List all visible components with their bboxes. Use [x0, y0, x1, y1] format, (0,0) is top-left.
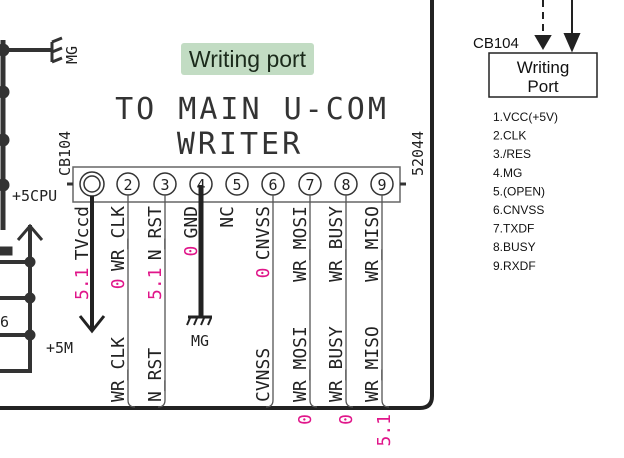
voltage-label: 5.1 [72, 268, 93, 301]
pin-number: 2 [123, 176, 132, 194]
connector-ref: CB104 [56, 131, 74, 176]
pin-number: 5 [232, 176, 241, 194]
pin-5 [225, 172, 249, 196]
voltage-label: 0 [181, 246, 202, 257]
voltage-label: 5.1 [145, 268, 166, 301]
mg-ground-label: MG [191, 332, 209, 350]
voltage-label: 0 [253, 268, 274, 279]
lower-signal-label: CVNSS [253, 348, 274, 402]
mg-top-label: MG [63, 46, 81, 64]
voltage-label: 0 [108, 278, 129, 289]
upper-signal-label: CNVSS [253, 206, 274, 260]
bus-voltage-label: 5.1 [374, 414, 395, 447]
upper-signal-label: WR_MISO [362, 206, 383, 282]
pin-1 [79, 171, 105, 197]
upper-signal-label: WR_MOSI [290, 206, 311, 282]
upper-signal-label: WR_CLK [108, 206, 129, 271]
pin-circles: 23456789 [116, 172, 394, 196]
lower-signal-label: N_RST [145, 348, 166, 402]
lower-signal-label: WR_MISO [362, 326, 383, 402]
lower-signal-label: WR_MOSI [290, 326, 311, 402]
bus-line [0, 0, 434, 410]
left-fragment-label: 6 [0, 313, 9, 331]
plus5cpu-label: +5CPU [12, 187, 57, 205]
upper-signal-label: N_RST [145, 206, 166, 260]
mg-ground-top-icon [50, 36, 63, 64]
pin-wires [127, 195, 390, 408]
ground-icon [186, 185, 212, 326]
upper-signal-label: WR_BUSY [326, 206, 347, 282]
heading-line2: WRITER [177, 127, 303, 162]
upper-signal-label: NC [217, 206, 238, 228]
lower-signal-label: WR_CLK [108, 337, 129, 402]
pin-number: 9 [377, 176, 386, 194]
title-badge: Writing port [181, 43, 314, 75]
pin-number: 3 [160, 176, 169, 194]
pin-number: 6 [268, 176, 277, 194]
vcc-arrow-icon [78, 196, 106, 334]
plus5m-label: +5M [46, 339, 73, 357]
connector-part: 52044 [409, 131, 427, 176]
upper-signal-label: TVccd [72, 206, 93, 260]
left-wiring [0, 40, 52, 373]
pin-number: 8 [341, 176, 350, 194]
pin-number: 7 [305, 176, 314, 194]
bus-voltage-label: 0 [295, 414, 316, 425]
lower-signal-label: WR_BUSY [326, 326, 347, 402]
heading-line1: TO MAIN U-COM [115, 92, 389, 127]
upper-signal-label: GND [181, 206, 202, 239]
bus-voltage-label: 0 [336, 414, 357, 425]
